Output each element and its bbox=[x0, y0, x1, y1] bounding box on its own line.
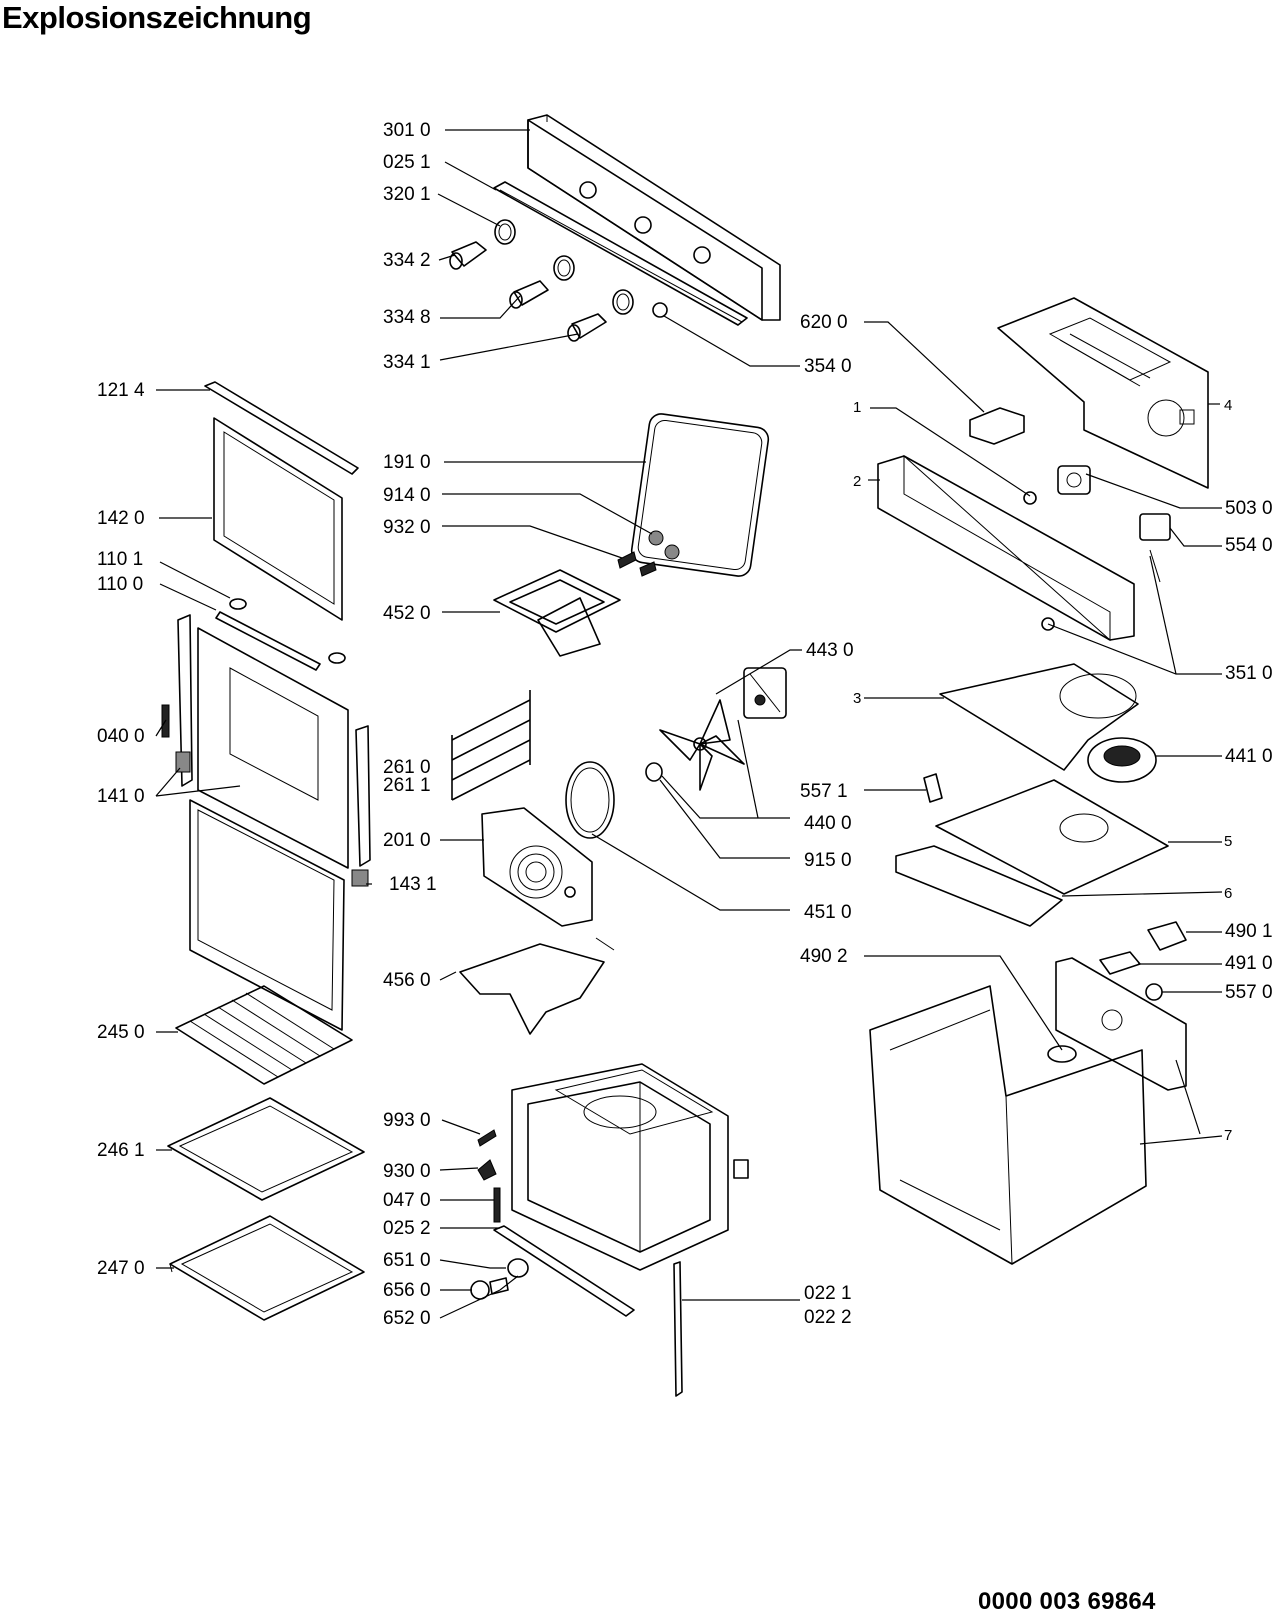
callout-025-1: 025 1 bbox=[383, 152, 431, 173]
callout-451-0: 451 0 bbox=[804, 902, 852, 923]
grid-shelf-245-0 bbox=[175, 985, 353, 1085]
callout-261-0: 261 0 bbox=[383, 757, 431, 778]
outer-door-glass-142-0 bbox=[213, 417, 343, 621]
callout-247-0: 247 0 bbox=[97, 1258, 145, 1279]
callout-022-2: 022 2 bbox=[804, 1307, 852, 1328]
callout-491-0: 491 0 bbox=[1225, 953, 1273, 974]
callout-245-0: 245 0 bbox=[97, 1022, 145, 1043]
callout-025-2: 025 2 bbox=[383, 1218, 431, 1239]
callout-142-0: 142 0 bbox=[97, 508, 145, 529]
document-number: 0000 003 69864 bbox=[978, 1588, 1156, 1615]
callout-5: 5 bbox=[1224, 833, 1233, 850]
callout-652-0: 652 0 bbox=[383, 1308, 431, 1329]
callout-2: 2 bbox=[853, 473, 862, 490]
callout-932-0: 932 0 bbox=[383, 517, 431, 538]
callout-110-1: 110 1 bbox=[97, 549, 144, 570]
callout-143-1: 143 1 bbox=[389, 874, 437, 895]
door-handle-110 bbox=[215, 598, 346, 671]
cooling-fan-441-0 bbox=[1087, 737, 1157, 783]
callout-651-0: 651 0 bbox=[383, 1250, 431, 1271]
inner-door-frame bbox=[177, 614, 371, 869]
callout-1: 1 bbox=[853, 399, 862, 416]
callout-351-0: 351 0 bbox=[1225, 663, 1273, 684]
fan-nut-915-0 bbox=[645, 762, 663, 782]
outer-housing-7 bbox=[869, 957, 1187, 1265]
page-title: Explosionszeichnung bbox=[2, 0, 312, 35]
callout-993-0: 993 0 bbox=[383, 1110, 431, 1131]
panel-trim-025-1 bbox=[493, 181, 748, 326]
knobs-and-rings bbox=[449, 219, 668, 342]
callout-141-0: 141 0 bbox=[97, 786, 145, 807]
sensor-557-0 bbox=[1145, 983, 1163, 1001]
callout-334-1: 334 1 bbox=[383, 352, 431, 373]
callout-110-0: 110 0 bbox=[97, 574, 144, 595]
callout-301-0: 301 0 bbox=[383, 120, 431, 141]
callout-554-0: 554 0 bbox=[1225, 535, 1273, 556]
callout-456-0: 456 0 bbox=[383, 970, 431, 991]
fan-motor-443-0 bbox=[743, 667, 787, 719]
callout-354-0: 354 0 bbox=[804, 356, 852, 377]
fan-cover-201-0 bbox=[481, 807, 593, 927]
callout-201-0: 201 0 bbox=[383, 830, 431, 851]
callout-914-0: 914 0 bbox=[383, 485, 431, 506]
callout-490-1: 490 1 bbox=[1225, 921, 1273, 942]
callout-440-0: 440 0 bbox=[804, 813, 852, 834]
callout-452-0: 452 0 bbox=[383, 603, 431, 624]
lamp-490 bbox=[1047, 921, 1187, 1063]
bottom-trim-6 bbox=[895, 845, 1063, 927]
callout-121-4: 121 4 bbox=[97, 380, 145, 401]
motor-503-0 bbox=[1057, 465, 1091, 495]
fan-duct-2 bbox=[877, 454, 1161, 642]
leader-lines bbox=[155, 129, 1223, 1319]
callout-557-0: 557 0 bbox=[1225, 982, 1273, 1003]
bottom-plate-5 bbox=[935, 779, 1169, 895]
callout-656-0: 656 0 bbox=[383, 1280, 431, 1301]
callout-022-1: 022 1 bbox=[804, 1283, 852, 1304]
oven-cavity bbox=[511, 1063, 749, 1271]
callout-3: 3 bbox=[853, 690, 862, 707]
callout-557-1: 557 1 bbox=[800, 781, 848, 802]
side-rail-022 bbox=[673, 1261, 683, 1397]
bottom-trim-025-2 bbox=[493, 1225, 635, 1317]
callout-6: 6 bbox=[1224, 885, 1233, 902]
sensor-557-1 bbox=[923, 773, 943, 803]
callout-503-0: 503 0 bbox=[1225, 498, 1273, 519]
callout-930-0: 930 0 bbox=[383, 1161, 431, 1182]
clip-143-1 bbox=[351, 869, 369, 887]
door-seal-191-0 bbox=[630, 413, 770, 577]
thermostat-554-0 bbox=[1139, 513, 1171, 541]
bottom-element-456-0 bbox=[459, 937, 615, 1035]
callout-334-8: 334 8 bbox=[383, 307, 431, 328]
top-cover-4 bbox=[997, 297, 1209, 489]
shelf-rails-261 bbox=[451, 690, 531, 801]
grill-element-452-0 bbox=[493, 569, 621, 657]
callout-441-0: 441 0 bbox=[1225, 746, 1273, 767]
callout-4: 4 bbox=[1224, 397, 1233, 414]
switch-620-0 bbox=[969, 407, 1025, 445]
fan-wheel-440-0 bbox=[659, 699, 745, 791]
door-inner-glass-141 bbox=[189, 799, 345, 1031]
callout-7: 7 bbox=[1224, 1127, 1233, 1144]
callout-443-0: 443 0 bbox=[806, 640, 854, 661]
terminal-491-0 bbox=[1099, 951, 1141, 975]
deep-tray-247-0 bbox=[169, 1215, 365, 1321]
circular-element-451-0 bbox=[565, 761, 615, 839]
baking-tray-246-1 bbox=[167, 1097, 365, 1201]
callout-320-1: 320 1 bbox=[383, 184, 431, 205]
callout-334-2: 334 2 bbox=[383, 250, 431, 271]
callout-047-0: 047 0 bbox=[383, 1190, 431, 1211]
callout-040-0: 040 0 bbox=[97, 726, 145, 747]
callout-620-0: 620 0 bbox=[800, 312, 848, 333]
screws-and-clips bbox=[470, 1129, 529, 1300]
control-panel-301 bbox=[527, 114, 781, 321]
callout-261-1: 261 1 bbox=[383, 775, 431, 796]
callout-246-1: 246 1 bbox=[97, 1140, 145, 1161]
deflector-3 bbox=[939, 663, 1139, 771]
callout-490-2: 490 2 bbox=[800, 946, 848, 967]
door-top-trim-121-4 bbox=[204, 381, 359, 475]
nuts-914-932 bbox=[617, 530, 680, 577]
callout-191-0: 191 0 bbox=[383, 452, 431, 473]
callout-915-0: 915 0 bbox=[804, 850, 852, 871]
